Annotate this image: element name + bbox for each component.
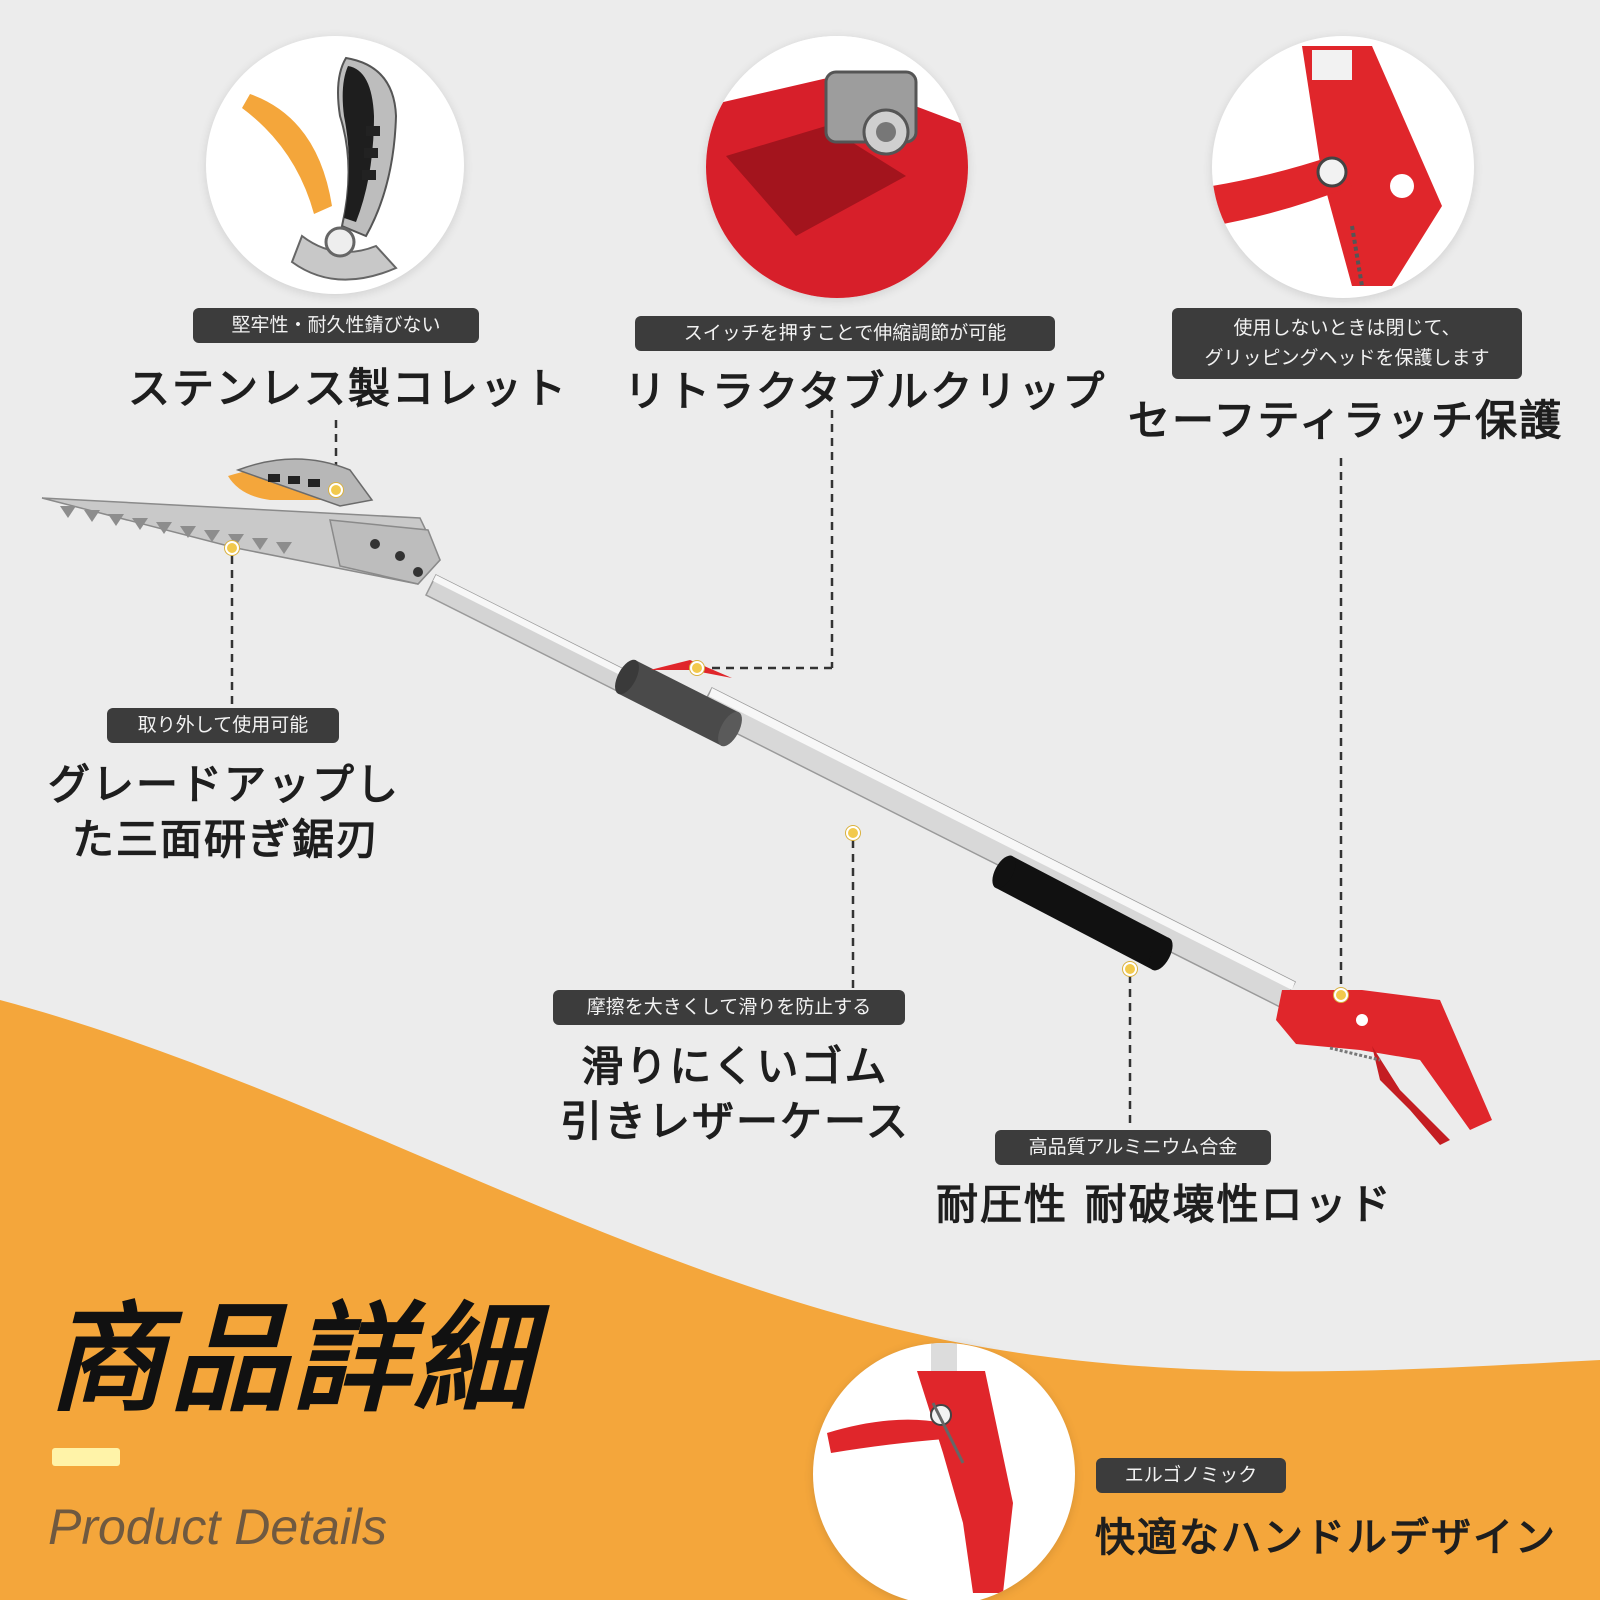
marker-dot-collet <box>329 483 343 497</box>
heading-saw: グレードアップし た三面研ぎ鋸刃 <box>48 758 400 867</box>
heading-grip-line-2: 引きレザーケース <box>560 1096 910 1146</box>
heading-saw-line-2: た三面研ぎ鋸刃 <box>72 814 381 864</box>
tag-saw: 取り外して使用可能 <box>107 708 339 743</box>
heading-rod: 耐圧性 耐破壊性ロッド <box>936 1180 1393 1229</box>
title-underline <box>52 1448 120 1466</box>
tag-grip: 摩擦を大きくして滑りを防止する <box>553 990 905 1025</box>
tag-latch: 使用しないときは閉じて、 グリッピングヘッドを保護します <box>1172 308 1522 379</box>
trigger-handle-icon <box>813 1343 1075 1600</box>
marker-dot-clip <box>690 661 704 675</box>
safety-latch-icon <box>1212 36 1474 298</box>
tag-latch-line-1: 使用しないときは閉じて、 <box>1233 317 1461 339</box>
tag-latch-line-2: グリッピングヘッドを保護します <box>1204 347 1490 370</box>
marker-dot-grip <box>846 826 860 840</box>
marker-dot-rod <box>1123 962 1137 976</box>
tag-collet: 堅牢性・耐久性錆びない <box>193 308 479 343</box>
section-title: 商品詳細 <box>48 1290 537 1428</box>
section-subtitle: Product Details <box>48 1499 388 1555</box>
marker-dot-latch <box>1334 988 1348 1002</box>
telescoping-clip-icon <box>706 36 968 298</box>
heading-handle: 快適なハンドルデザイン <box>1095 1515 1557 1561</box>
heading-grip: 滑りにくいゴム 引きレザーケース <box>560 1040 910 1149</box>
tag-rod: 高品質アルミニウム合金 <box>995 1130 1271 1165</box>
heading-saw-line-1: グレードアップし <box>48 760 401 809</box>
heading-collet: ステンレス製コレット <box>128 364 569 413</box>
tag-clip: スイッチを押すことで伸縮調節が可能 <box>635 316 1055 351</box>
heading-clip: リトラクタブルクリップ <box>624 367 1107 416</box>
tag-handle: エルゴノミック <box>1096 1458 1286 1493</box>
marker-dot-saw <box>225 541 239 555</box>
heading-latch: セーフティラッチ保護 <box>1128 396 1563 445</box>
heading-grip-line-1: 滑りにくいゴム <box>581 1042 889 1091</box>
pruner-blade-icon <box>206 36 464 294</box>
